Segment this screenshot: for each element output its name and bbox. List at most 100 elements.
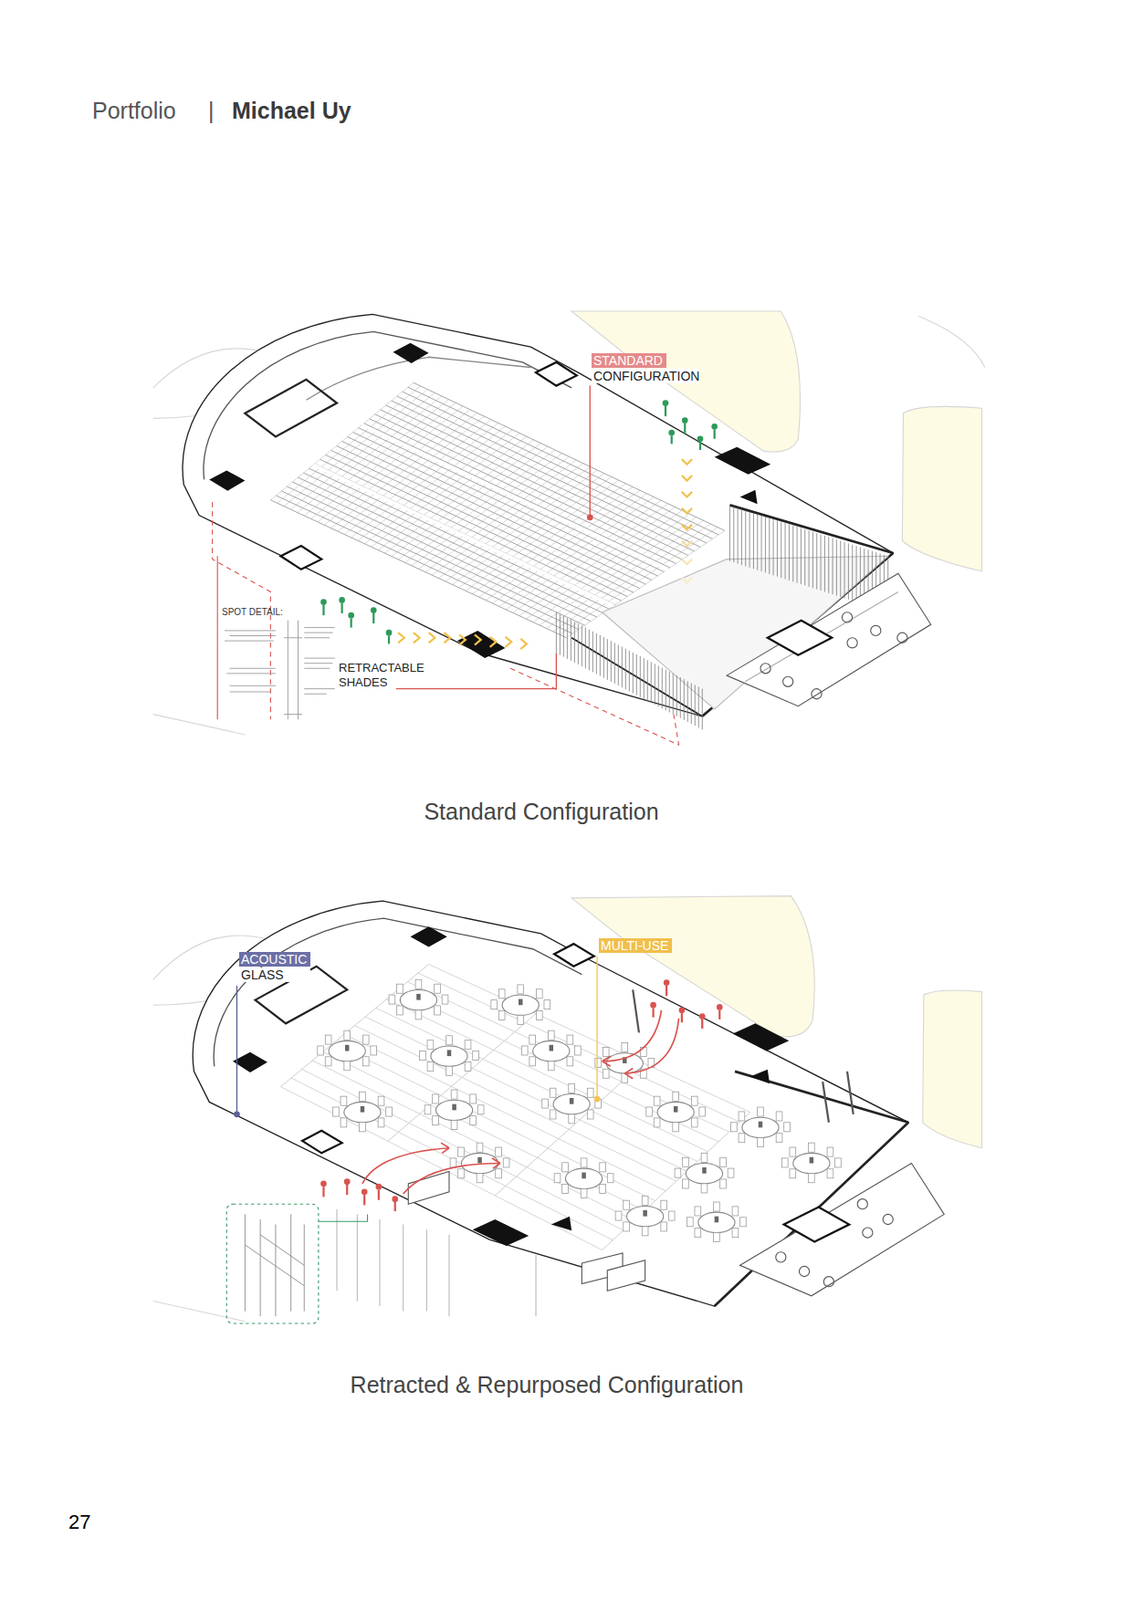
hatch-line xyxy=(297,477,597,618)
detail-callout-bottom xyxy=(226,956,600,1324)
centerpiece xyxy=(477,1157,482,1164)
chair xyxy=(740,1217,747,1227)
centerpiece xyxy=(518,999,523,1007)
hatch-line xyxy=(358,428,665,573)
hatch-line xyxy=(413,382,725,531)
chair xyxy=(415,1010,422,1020)
detail-label: SPOT DETAIL: xyxy=(221,607,283,619)
chair xyxy=(503,1158,510,1168)
hatch-line xyxy=(765,516,766,573)
chair xyxy=(535,1010,543,1020)
hatch-line xyxy=(581,625,583,667)
hatch-line xyxy=(566,618,568,660)
chair xyxy=(517,1015,525,1025)
hatch-line xyxy=(844,542,846,598)
chair xyxy=(566,1057,574,1067)
hatch-line xyxy=(859,547,861,604)
chair xyxy=(547,1061,555,1071)
chair xyxy=(602,1069,609,1079)
chair xyxy=(757,1107,765,1117)
chair xyxy=(682,1179,690,1189)
table xyxy=(435,1100,472,1121)
chair xyxy=(827,1169,834,1179)
centerpiece xyxy=(451,1104,456,1112)
people-green xyxy=(321,400,717,644)
chair xyxy=(641,1226,649,1237)
hatch-line xyxy=(658,665,660,707)
tiered-floor xyxy=(281,964,751,1250)
chair xyxy=(415,979,422,989)
circulation-chevrons xyxy=(398,459,692,650)
chair xyxy=(535,989,543,999)
hatch-line xyxy=(694,684,696,726)
chair xyxy=(623,1200,630,1210)
chair xyxy=(464,1040,472,1050)
chair xyxy=(432,1116,440,1126)
figure-caption: Retracted & Repurposed Configuration xyxy=(350,1371,745,1399)
chair xyxy=(621,1043,629,1053)
core-blocks-top xyxy=(209,343,832,659)
hatch-line xyxy=(397,396,707,544)
chair xyxy=(388,995,396,1005)
hatch-line xyxy=(429,964,751,1112)
chair xyxy=(674,1168,682,1178)
hatch-line xyxy=(691,682,692,724)
hatch-line xyxy=(776,520,778,577)
hatch-line xyxy=(744,510,746,566)
hatch-line xyxy=(391,400,701,547)
hatch-line xyxy=(364,423,671,568)
centerpiece xyxy=(549,1045,554,1052)
chair xyxy=(566,1035,574,1045)
hatch-line xyxy=(836,539,838,596)
chair xyxy=(434,1006,441,1016)
hatch-line xyxy=(574,621,576,663)
spot-detail-drawing xyxy=(224,620,336,720)
chair xyxy=(458,1169,465,1179)
chair xyxy=(731,1122,738,1132)
hatch-line xyxy=(832,538,834,595)
hatch-line xyxy=(323,1051,645,1211)
chair xyxy=(686,1217,693,1227)
chair xyxy=(340,1118,347,1128)
chair xyxy=(595,1058,602,1068)
centerpiece xyxy=(416,994,420,1001)
hatch-line xyxy=(621,647,623,689)
table xyxy=(399,989,437,1010)
hatch-line xyxy=(592,631,594,673)
hatch-line xyxy=(376,1007,698,1162)
chair xyxy=(370,1046,378,1056)
hatch-line xyxy=(603,637,605,679)
chair xyxy=(549,1110,556,1120)
hatch-line xyxy=(397,990,719,1143)
table xyxy=(606,1053,643,1074)
centerpiece xyxy=(345,1045,349,1052)
table xyxy=(627,1205,664,1227)
chair xyxy=(672,1091,680,1101)
tag-band: MULTI-USE xyxy=(598,938,672,954)
centerpiece xyxy=(714,1216,719,1224)
hatch-line xyxy=(851,545,853,601)
hatch-line xyxy=(812,532,814,588)
chair xyxy=(542,1099,549,1109)
hatch-line xyxy=(602,1112,751,1251)
chair xyxy=(713,1233,721,1243)
chair xyxy=(599,1184,607,1195)
chair xyxy=(397,1006,404,1016)
hatch-line xyxy=(342,441,647,586)
hatch-line xyxy=(596,633,598,675)
hatch-line xyxy=(625,649,627,691)
chair xyxy=(470,1116,477,1126)
hatch-line xyxy=(355,1026,677,1182)
hatch-line xyxy=(494,1063,643,1196)
hatch-line xyxy=(636,654,638,696)
hatch-line xyxy=(729,504,731,561)
hatch-line xyxy=(380,409,689,556)
hatch-line xyxy=(618,644,619,686)
chair xyxy=(377,1096,385,1106)
hatch-line xyxy=(610,640,612,682)
hatch-line xyxy=(362,425,669,570)
chair xyxy=(427,1061,434,1071)
chair xyxy=(738,1111,745,1122)
chair xyxy=(324,1035,332,1045)
chair xyxy=(464,1061,472,1071)
